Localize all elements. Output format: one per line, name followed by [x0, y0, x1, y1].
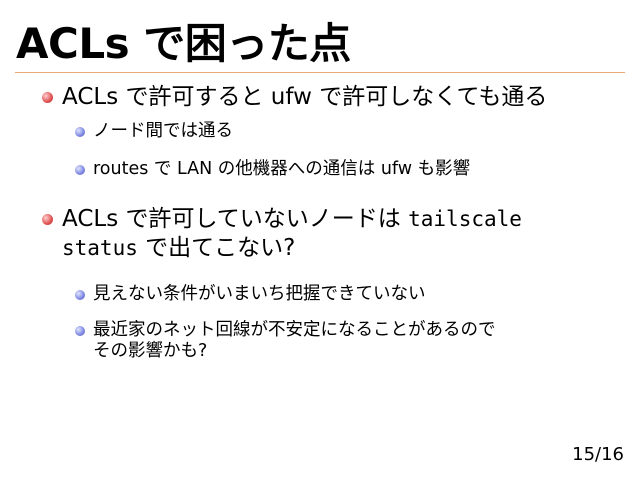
title-divider: [15, 72, 625, 73]
sub-bullet-text: 最近家のネット回線が不安定になることがあるので: [93, 320, 496, 340]
bullet-red-icon: [42, 92, 53, 103]
page-number: 15/16: [572, 444, 624, 465]
sub-bullet: 最近家のネット回線が不安定になることがあるので: [75, 320, 496, 341]
sub-bullet-text: routes で LAN の他機器への通信は ufw も影響: [93, 159, 471, 179]
sub-bullet-text: その影響かも?: [93, 341, 208, 361]
bullet-2-continued: status で出てこない?: [62, 233, 295, 263]
code-text: tailscale: [408, 207, 522, 231]
sub-bullet-continued: その影響かも?: [93, 341, 207, 362]
bullet-1: ACLs で許可すると ufw で許可しなくても通る: [42, 82, 548, 112]
sub-bullet-text: ノード間では通る: [93, 121, 233, 141]
slide-title: ACLs で困った点: [16, 19, 351, 68]
bullet-text: で出てこない?: [137, 235, 296, 261]
code-text: status: [62, 236, 138, 260]
bullet-text: ACLs で許可していないノードは: [62, 206, 409, 232]
sub-bullet-text: 見えない条件がいまいち把握できていない: [93, 284, 426, 304]
bullet-blue-icon: [75, 165, 85, 175]
sub-bullet: ノード間では通る: [75, 121, 233, 142]
bullet-red-icon: [42, 214, 53, 225]
bullet-text: ACLs で許可すると ufw で許可しなくても通る: [62, 84, 548, 110]
sub-bullet: 見えない条件がいまいち把握できていない: [75, 284, 426, 305]
bullet-blue-icon: [75, 127, 85, 137]
bullet-2: ACLs で許可していないノードは tailscale: [42, 204, 522, 234]
sub-bullet: routes で LAN の他機器への通信は ufw も影響: [75, 159, 471, 180]
bullet-blue-icon: [75, 326, 85, 336]
bullet-blue-icon: [75, 290, 85, 300]
